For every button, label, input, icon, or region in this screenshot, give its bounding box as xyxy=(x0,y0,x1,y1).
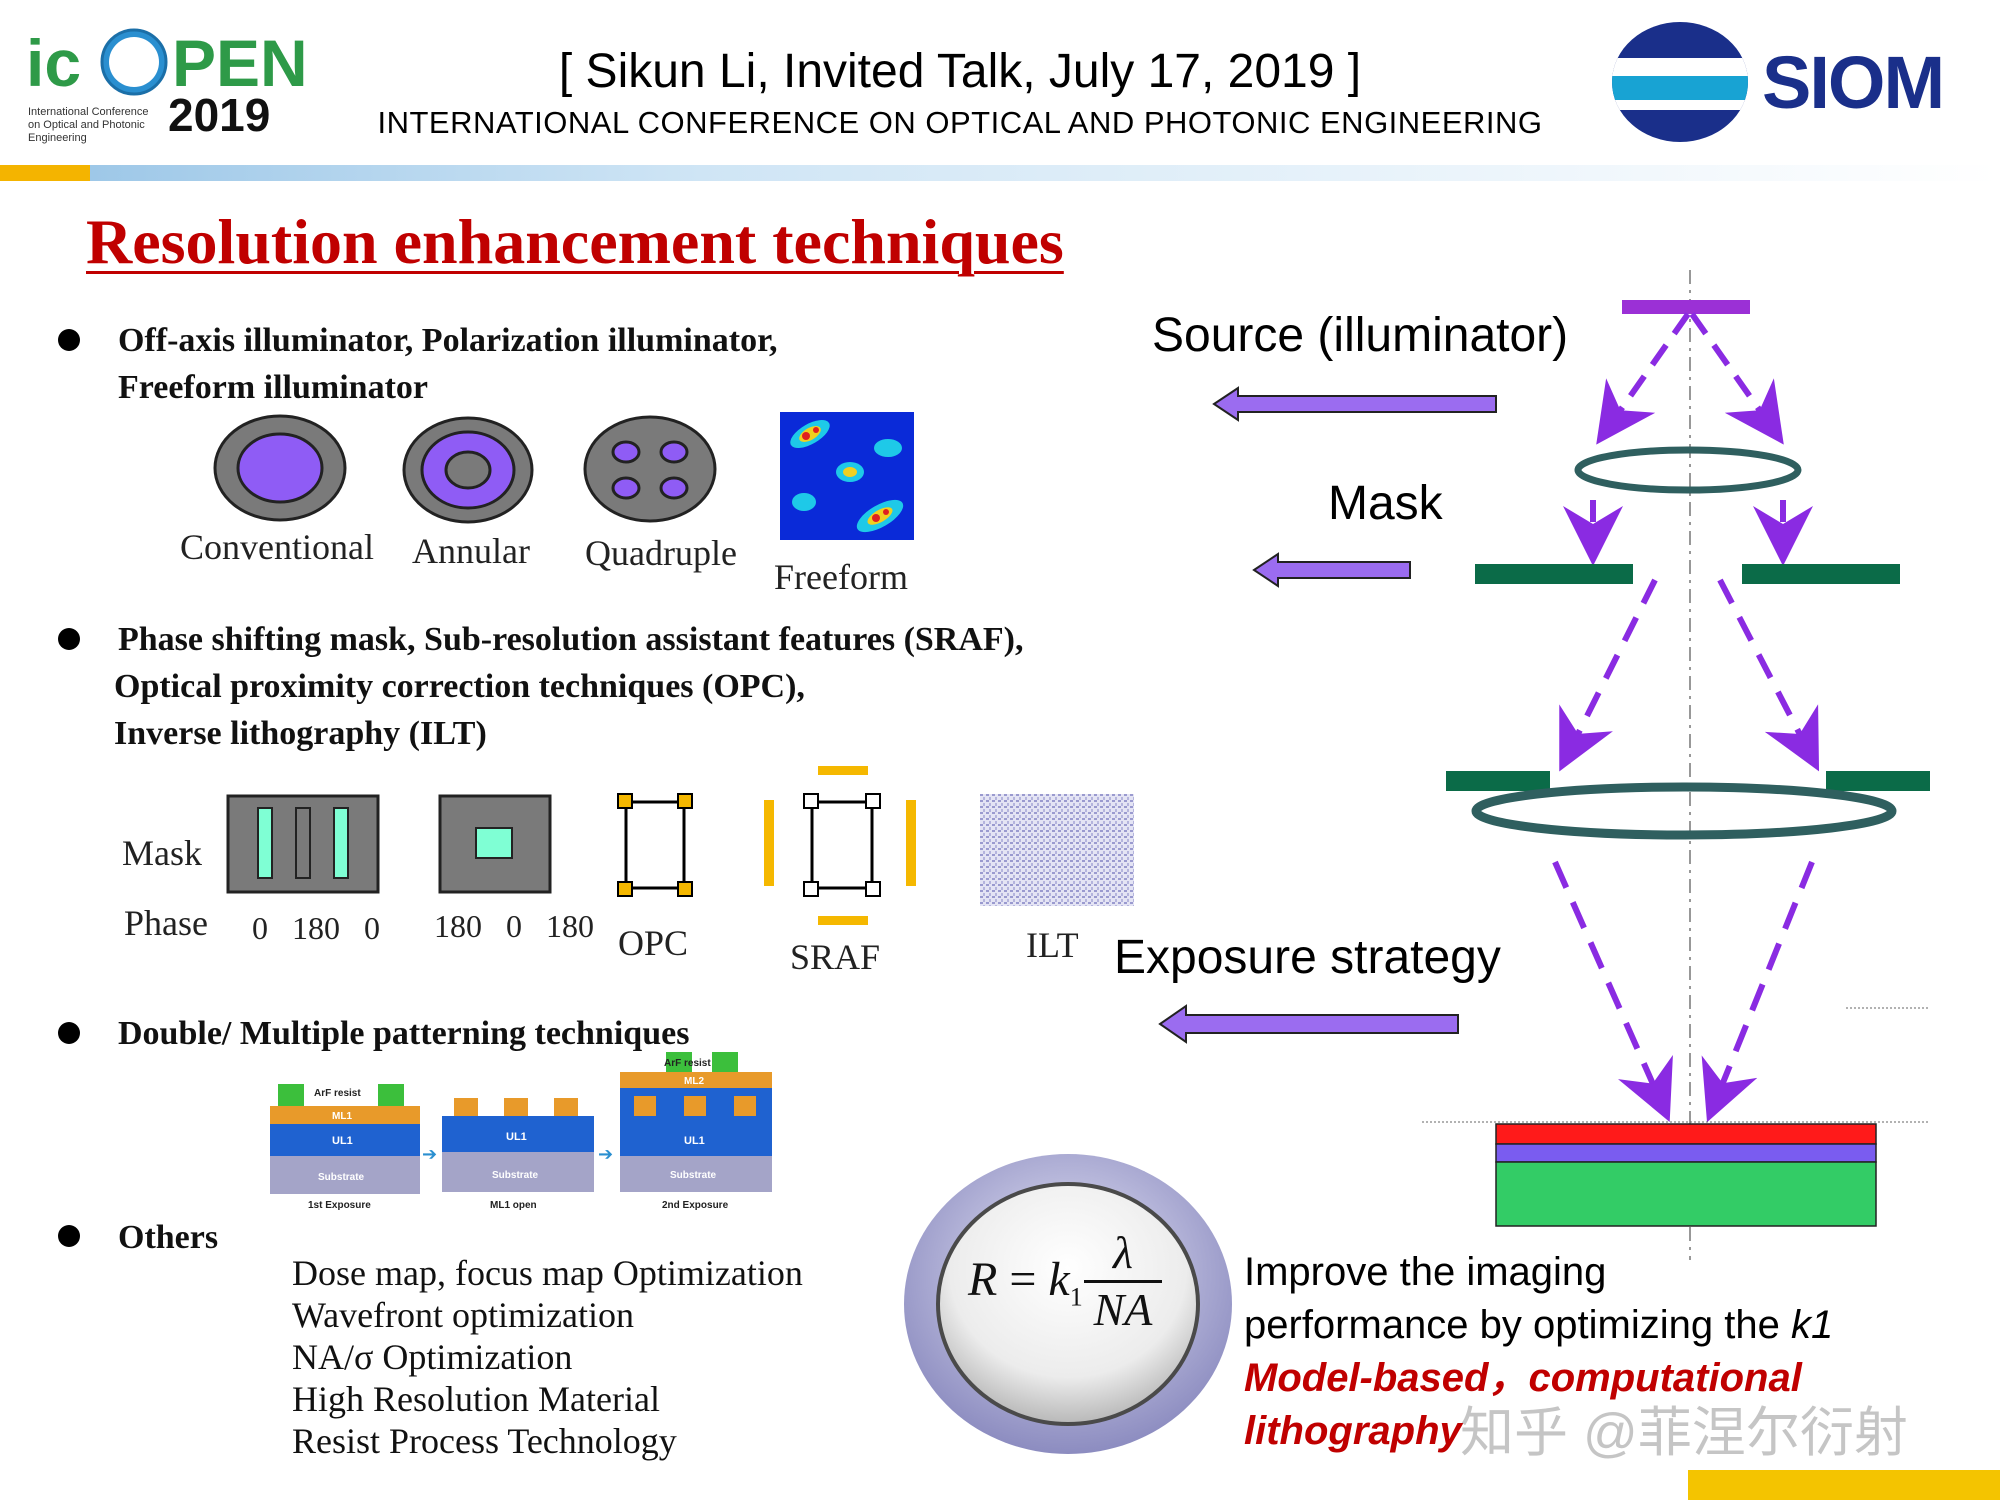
bullet-1-line-2: Freeform illuminator xyxy=(118,369,429,406)
talk-line: [ Sikun Li, Invited Talk, July 17, 2019 … xyxy=(558,45,1362,98)
svg-text:ic: ic xyxy=(26,26,81,100)
patterning-substrate-label-2: Substrate xyxy=(492,1170,539,1181)
bullet-2: Phase shifting mask, Sub-resolution assi… xyxy=(114,616,1024,757)
page-title: Resolution enhancement techniques xyxy=(86,206,1064,277)
illuminator-quadruple-icon xyxy=(582,414,722,531)
alt-psm-mask-icon xyxy=(226,794,380,899)
bullet-3: Double/ Multiple patterning techniques xyxy=(118,1015,690,1052)
improve-line-3: Model-based，computational xyxy=(1244,1356,1802,1400)
bullet-dot-3 xyxy=(58,1022,80,1044)
improve-line-2a: performance by optimizing the xyxy=(1244,1303,1791,1347)
patterning-ul1-label-1: UL1 xyxy=(332,1135,353,1147)
arrow-source xyxy=(1194,384,1502,429)
others-item-3: NA/σ Optimization xyxy=(292,1337,573,1377)
bullet-2-line-2: Optical proximity correction techniques … xyxy=(114,668,805,705)
icopen-logo-sub-1: International Conference xyxy=(28,106,149,118)
formula-eq: = xyxy=(1009,1253,1037,1306)
mask-label-sraf: SRAF xyxy=(790,937,881,977)
formula-denominator: NA xyxy=(1093,1284,1153,1335)
watermark: 知乎 @菲涅尔衍射 xyxy=(1460,1403,1908,1463)
illuminator-annular-icon xyxy=(402,416,542,533)
others-item-1: Dose map, focus map Optimization xyxy=(292,1253,803,1293)
patterning-caption-2: ML1 open xyxy=(490,1200,537,1211)
arrow-exposure xyxy=(1156,1002,1462,1051)
illuminator-label-conventional: Conventional xyxy=(180,527,374,567)
others-item-5: Resist Process Technology xyxy=(292,1421,677,1461)
patterning-ul1-label-2: UL1 xyxy=(506,1131,527,1143)
patterning-stack-3: ArF resist ML2 UL1 Substrate 2nd Exposur… xyxy=(620,1050,772,1219)
others-item-2: Wavefront optimization xyxy=(292,1295,634,1335)
formula-numerator: λ xyxy=(1113,1227,1133,1278)
phase-values-2: 180 0 180 xyxy=(434,908,594,944)
bullet-4: Others xyxy=(118,1219,219,1256)
ilt-mask-pattern xyxy=(980,794,1134,911)
mask-label-ilt: ILT xyxy=(1026,925,1079,965)
bullet-2-line-1: Phase shifting mask, Sub-resolution assi… xyxy=(118,621,1024,658)
siom-logo-text: SIOM xyxy=(1762,41,1945,124)
opc-shape-icon xyxy=(614,790,698,905)
others-item-4: High Resolution Material xyxy=(292,1379,660,1419)
bullet-dot-2 xyxy=(58,628,80,650)
formula-badge xyxy=(900,1148,1240,1465)
corner-accent xyxy=(1688,1470,2000,1500)
illuminator-freeform-icon xyxy=(780,412,914,545)
formula-fraction: λ NA xyxy=(1084,1226,1162,1337)
formula-k: k xyxy=(1048,1253,1070,1306)
illuminator-conventional-icon xyxy=(212,412,352,529)
bullet-2-line-3: Inverse lithography (ILT) xyxy=(114,715,487,752)
improve-line-2: performance by optimizing the k1 xyxy=(1244,1299,1833,1352)
phase-row-label: Phase xyxy=(124,903,208,943)
patterning-arrow-2: ➔ xyxy=(598,1144,614,1165)
improve-line-1: Improve the imaging xyxy=(1244,1250,1607,1294)
patterning-substrate-label-3: Substrate xyxy=(670,1170,717,1181)
sraf-shape-icon xyxy=(760,762,930,935)
label-mask: Mask xyxy=(1328,477,1443,530)
icopen-logo-sub-3: Engineering xyxy=(28,132,87,144)
patterning-ml1-label-1: ML1 xyxy=(332,1111,352,1122)
mask-label-opc: OPC xyxy=(618,923,689,963)
patterning-substrate-label-1: Substrate xyxy=(318,1172,365,1183)
patterning-ul1-label-3: UL1 xyxy=(684,1135,705,1147)
label-exposure: Exposure strategy xyxy=(1114,931,1501,984)
conference-line: INTERNATIONAL CONFERENCE ON OPTICAL AND … xyxy=(377,105,1543,140)
improve-line-4: lithography xyxy=(1244,1409,1462,1453)
phase-values-1: 0 180 0 xyxy=(252,910,380,946)
header-divider xyxy=(0,165,2000,181)
patterning-arrow-1: ➔ xyxy=(422,1144,438,1165)
svg-text:PEN: PEN xyxy=(172,26,308,100)
bullet-1-line-1: Off-axis illuminator, Polarization illum… xyxy=(118,322,778,359)
illuminator-label-quadruple: Quadruple xyxy=(585,533,737,573)
bullet-dot-1 xyxy=(58,329,80,351)
improve-text: Improve the imaging performance by optim… xyxy=(1244,1246,1833,1458)
bullet-dot-4 xyxy=(58,1225,80,1247)
patterning-stack-1: ArF resist ML1 UL1 Substrate 1st Exposur… xyxy=(270,1078,420,1217)
optical-system-diagram xyxy=(1140,260,2000,1265)
patterning-resist-label-2: ArF resist xyxy=(664,1058,711,1069)
arrow-mask xyxy=(1248,550,1414,595)
others-list: Dose map, focus map Optimization Wavefro… xyxy=(292,1252,803,1462)
patterning-ml2-label: ML2 xyxy=(684,1076,704,1087)
illuminator-label-freeform: Freeform xyxy=(774,557,908,597)
attn-psm-mask-icon xyxy=(438,794,552,899)
patterning-resist-label: ArF resist xyxy=(314,1088,361,1099)
icopen-logo-sub-2: on Optical and Photonic xyxy=(28,119,145,131)
siom-logo-icon xyxy=(1610,20,1750,150)
bullet-1: Off-axis illuminator, Polarization illum… xyxy=(118,317,778,411)
formula-bar xyxy=(1084,1280,1162,1283)
icopen-logo-year: 2019 xyxy=(168,89,271,141)
illuminator-label-annular: Annular xyxy=(412,531,530,571)
patterning-stack-2: UL1 Substrate ML1 open xyxy=(442,1090,594,1217)
patterning-caption-3: 2nd Exposure xyxy=(662,1200,729,1211)
patterning-caption-1: 1st Exposure xyxy=(308,1200,371,1211)
formula-r: R xyxy=(968,1253,998,1306)
improve-k1: k1 xyxy=(1790,1303,1834,1347)
icopen-logo: ic PEN xyxy=(22,18,312,143)
mask-row-label: Mask xyxy=(122,833,202,873)
formula-k-sub: 1 xyxy=(1069,1282,1083,1312)
label-source: Source (illuminator) xyxy=(1152,309,1569,362)
formula: R = k1 xyxy=(968,1252,1083,1313)
